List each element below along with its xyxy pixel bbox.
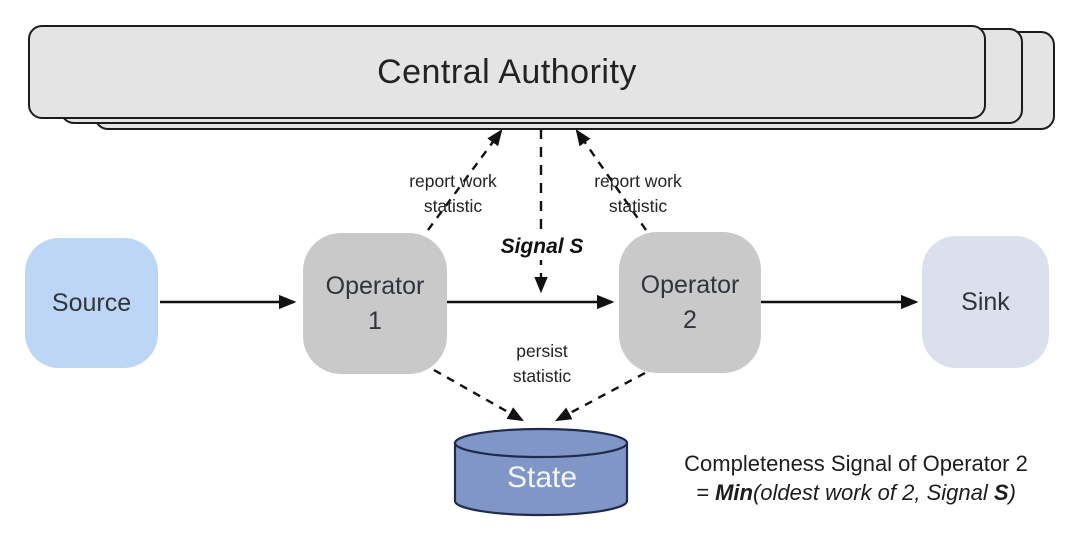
report-work-label-right: report work statistic <box>594 171 682 217</box>
completeness-note: Completeness Signal of Operator 2 = Min(… <box>640 449 1072 508</box>
central-authority-box: Central Authority <box>28 25 986 119</box>
node-operator-1: Operator 1 <box>303 233 447 374</box>
persist-statistic-label: persist statistic <box>512 341 572 387</box>
completeness-note-line2: = Min(oldest work of 2, Signal S) <box>696 480 1016 506</box>
completeness-note-line1: Completeness Signal of Operator 2 <box>684 451 1028 476</box>
state-cylinder-top <box>453 427 629 459</box>
central-authority-label: Central Authority <box>377 52 637 91</box>
node-source: Source <box>25 238 158 368</box>
signal-s-label: Signal S <box>493 234 591 260</box>
node-operator-1-label: Operator 1 <box>325 272 425 335</box>
node-operator-2-label: Operator 2 <box>640 271 740 334</box>
node-sink-label: Sink <box>961 287 1010 316</box>
report-work-label-left: report work statistic <box>409 171 497 217</box>
node-sink: Sink <box>922 236 1049 368</box>
node-operator-2: Operator 2 <box>619 232 761 373</box>
node-source-label: Source <box>51 288 132 317</box>
state-label: State <box>506 461 578 494</box>
